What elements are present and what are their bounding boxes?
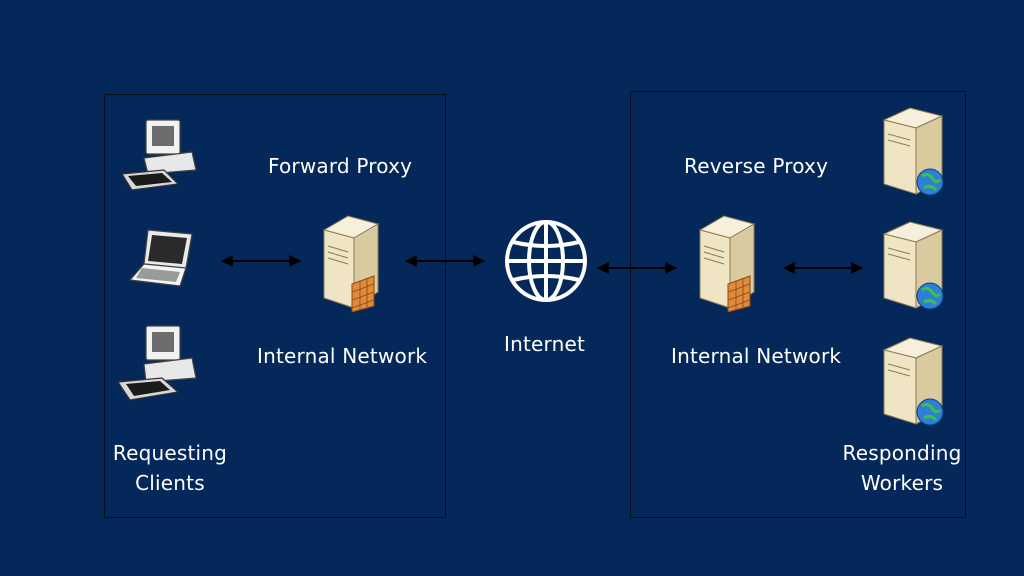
- responding-workers-label: Responding Workers: [838, 438, 966, 498]
- web-server-icon: [882, 337, 944, 426]
- reverse-proxy-workers-arrow: [782, 262, 864, 274]
- forward-proxy-network-box: [104, 94, 446, 518]
- desktop-computer-icon: [120, 119, 197, 191]
- proxy-server-icon: [698, 215, 756, 313]
- clients-proxy-arrow: [220, 255, 302, 267]
- internet-label: Internet: [504, 332, 586, 356]
- responding-workers-line-1: Responding: [842, 441, 962, 465]
- laptop-icon: [128, 229, 193, 287]
- desktop-computer-icon: [116, 325, 197, 401]
- reverse-proxy-network-box: [630, 91, 966, 518]
- web-server-icon: [882, 107, 944, 196]
- internal-network-label: Internal Network: [671, 344, 842, 368]
- reverse-proxy-label: Reverse Proxy: [684, 154, 829, 178]
- requesting-clients-label: Requesting Clients: [108, 438, 232, 498]
- web-server-icon: [882, 221, 944, 310]
- requesting-clients-line-2: Clients: [135, 471, 205, 495]
- proxy-server-icon: [322, 215, 380, 313]
- proxy-internet-arrow: [404, 255, 486, 267]
- internet-reverse-proxy-arrow: [596, 262, 678, 274]
- responding-workers-line-2: Workers: [860, 471, 944, 495]
- internal-network-label: Internal Network: [257, 344, 428, 368]
- forward-proxy-label: Forward Proxy: [268, 154, 413, 178]
- requesting-clients-line-1: Requesting: [112, 441, 228, 465]
- globe-icon: [505, 220, 587, 302]
